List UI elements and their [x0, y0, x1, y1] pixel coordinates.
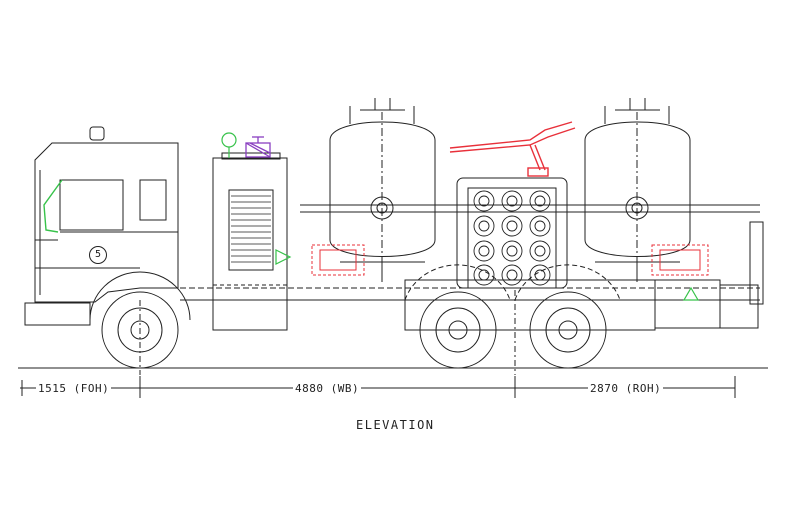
cab-badge: 5	[89, 246, 107, 264]
tank-right	[584, 98, 691, 282]
cab-beacon	[89, 126, 105, 141]
cab-front-window	[59, 179, 124, 231]
dimension-wheelbase: 4880 (WB)	[293, 382, 362, 395]
cab	[24, 126, 191, 326]
green-inlet	[275, 249, 292, 265]
pump-module	[212, 152, 288, 331]
green-gauge	[221, 132, 237, 158]
tank-left-manway	[370, 196, 394, 220]
green-side-mirror	[43, 179, 63, 233]
cab-side-window	[139, 179, 167, 221]
cylinder-bank	[456, 177, 568, 289]
chassis-frame	[180, 204, 764, 331]
red-hose-reel-right	[651, 244, 709, 276]
tank-left	[329, 98, 436, 282]
cab-body	[34, 142, 179, 303]
front-wheel-arch	[89, 271, 191, 321]
tank-right-manway	[625, 196, 649, 220]
red-hose-reel-left	[311, 244, 365, 276]
green-warning-triangle	[682, 286, 700, 301]
dimension-front-overhang: 1515 (FOH)	[36, 382, 112, 395]
dimension-rear-overhang: 2870 (ROH)	[588, 382, 664, 395]
drawing-title: ELEVATION	[356, 418, 435, 432]
red-monitor-nozzle	[449, 121, 576, 177]
purple-valve	[245, 136, 271, 158]
cab-bumper	[24, 302, 91, 326]
